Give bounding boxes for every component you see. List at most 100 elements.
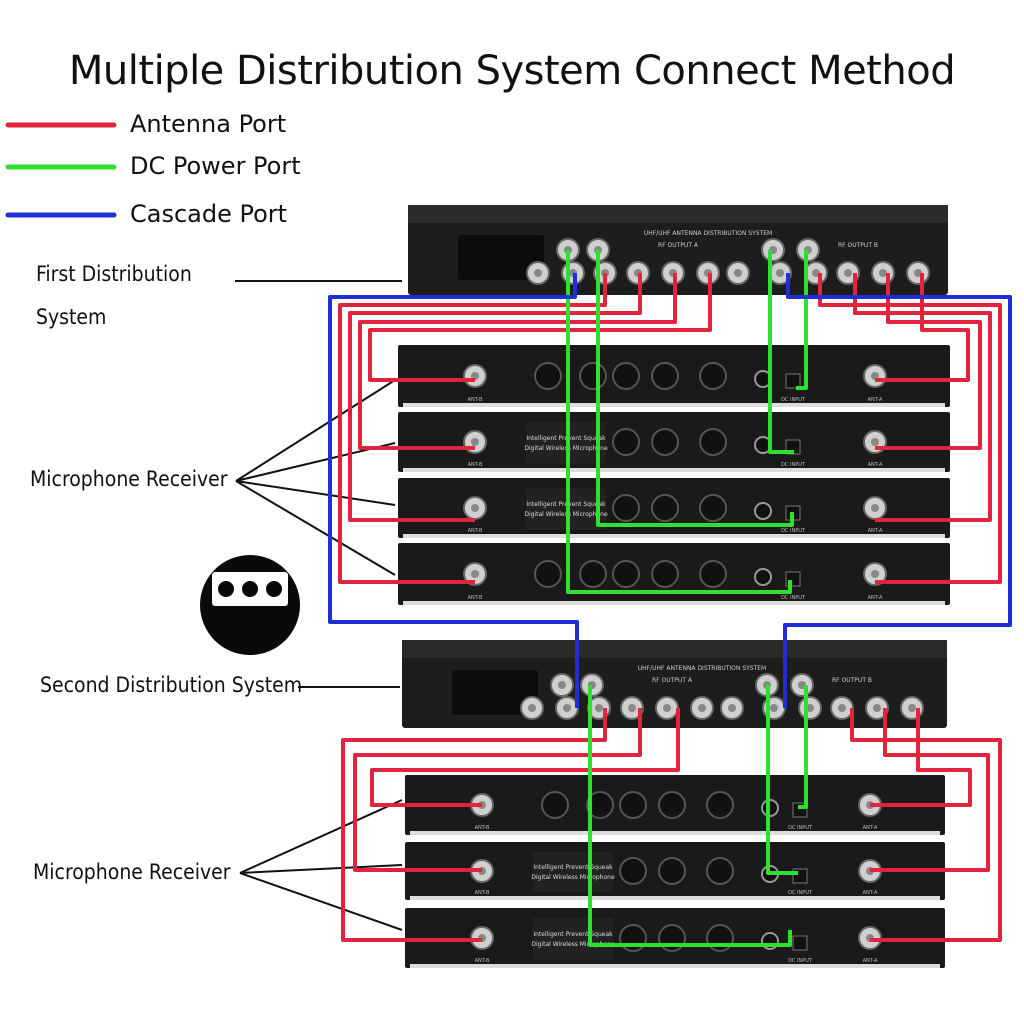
- bnc-port-pin: [734, 269, 742, 277]
- xlr-connector: [706, 857, 734, 885]
- bnc-port-pin: [879, 269, 887, 277]
- receiver-edge: [410, 831, 940, 835]
- second-distribution-system-rack-ear: [402, 640, 947, 658]
- ant-b-connector-pin: [471, 438, 479, 446]
- ant-a-label: ANT-A: [868, 595, 883, 601]
- xlr-connector: [651, 362, 679, 390]
- xlr-connector: [651, 428, 679, 456]
- ant-b-connector-pin: [471, 504, 479, 512]
- dc-input-label: DC INPUT: [788, 958, 813, 964]
- receiver-edge: [403, 403, 945, 407]
- ant-a-label: ANT-A: [868, 462, 883, 468]
- legend-cascade-label: Cascade Port: [130, 200, 288, 228]
- ant-a-label: ANT-A: [868, 528, 883, 534]
- bnc-port-pin: [838, 704, 846, 712]
- dc-input-label: DC INPUT: [781, 462, 806, 468]
- bnc-port-pin: [563, 704, 571, 712]
- bnc-port-pin: [663, 704, 671, 712]
- dc-power-cable: [798, 685, 808, 809]
- legend-dc-label: DC Power Port: [130, 152, 301, 180]
- xlr-connector: [651, 494, 679, 522]
- leader-line: [239, 872, 403, 931]
- cascade-cable: [328, 273, 579, 708]
- leader-line: [235, 480, 396, 576]
- receivers-top-label: Microphone Receiver: [30, 467, 228, 491]
- receiver-edge: [403, 468, 945, 472]
- ant-a-label: ANT-A: [863, 825, 878, 831]
- dc-port-pin: [558, 681, 566, 689]
- dc-power-cable: [596, 250, 794, 527]
- antenna-cable: [341, 708, 607, 942]
- device-label: RF OUTPUT B: [832, 677, 872, 684]
- leader-line: [239, 799, 403, 874]
- unbalanced-jack: [754, 568, 772, 586]
- xlr-connector: [658, 924, 686, 952]
- ant-b-label: ANT-B: [475, 825, 490, 831]
- bnc-port-pin: [528, 704, 536, 712]
- xlr-connector: [619, 924, 647, 952]
- ant-a-connector-pin: [871, 438, 879, 446]
- antenna-cable: [338, 273, 607, 584]
- dc-input-label: DC INPUT: [781, 595, 806, 601]
- xlr-connector: [586, 791, 614, 819]
- receiver-edge: [410, 896, 940, 900]
- device-label: UHF/UHF ANTENNA DISTRIBUTION SYSTEM: [638, 665, 766, 672]
- device-label: RF OUTPUT B: [838, 242, 878, 249]
- antenna-cable: [870, 708, 990, 872]
- dc-power-cable: [566, 250, 792, 594]
- leader-line: [235, 480, 396, 506]
- ant-b-label: ANT-B: [468, 528, 483, 534]
- dc-power-cable: [766, 685, 798, 875]
- ant-b-connector-pin: [471, 570, 479, 578]
- ant-b-label: ANT-B: [475, 890, 490, 896]
- bnc-port-pin: [698, 704, 706, 712]
- bnc-port-pin: [628, 704, 636, 712]
- bnc-port-pin: [844, 269, 852, 277]
- bnc-port-pin: [728, 704, 736, 712]
- antenna-cable: [370, 708, 680, 807]
- receiver-edge: [410, 964, 940, 968]
- antenna-cable: [875, 273, 982, 450]
- xlr-connector: [706, 791, 734, 819]
- antenna-cable: [875, 273, 970, 382]
- antenna-cable: [368, 273, 712, 382]
- cascade-cable: [783, 273, 1012, 708]
- receiver-panel-text: Digital Wireless Microphone: [531, 874, 615, 881]
- dc-power-cable: [768, 250, 794, 454]
- receiver-edge: [403, 534, 945, 538]
- bnc-port-pin: [776, 269, 784, 277]
- ant-a-label: ANT-A: [868, 397, 883, 403]
- device-label: RF OUTPUT A: [652, 677, 693, 684]
- xlr-connector: [658, 857, 686, 885]
- first-distribution-label-2: System: [36, 305, 107, 329]
- xlr-connector: [651, 560, 679, 588]
- receiver-panel: [533, 852, 613, 892]
- xlr-connector: [699, 494, 727, 522]
- ant-b-label: ANT-B: [468, 462, 483, 468]
- antenna-cable: [358, 273, 677, 450]
- xlr-connector: [699, 560, 727, 588]
- receiver-panel-text: Digital Wireless Microphone: [531, 941, 615, 948]
- first-distribution-system-rack-ear: [408, 205, 948, 223]
- device-label: RF OUTPUT A: [658, 242, 699, 249]
- speaker-cone-icon: [242, 581, 258, 597]
- antenna-cable: [850, 708, 1002, 942]
- dc-power-cable: [588, 685, 792, 947]
- receiver-panel-text: Intelligent Prevent Squeak: [533, 931, 613, 938]
- xlr-connector: [541, 791, 569, 819]
- antenna-cable: [870, 708, 972, 807]
- receiver-panel: [533, 918, 613, 960]
- legend-antenna-label: Antenna Port: [130, 110, 287, 138]
- ant-a-connector-pin: [871, 504, 879, 512]
- dc-input-label: DC INPUT: [781, 528, 806, 534]
- antenna-cable: [353, 708, 642, 872]
- ant-b-label: ANT-B: [468, 397, 483, 403]
- xlr-connector: [619, 791, 647, 819]
- page-title: Multiple Distribution System Connect Met…: [68, 48, 956, 94]
- xlr-connector: [534, 362, 562, 390]
- dc-input-jack: [785, 373, 801, 389]
- xlr-connector: [579, 362, 607, 390]
- receiver-edge: [403, 601, 945, 605]
- antenna-cable: [348, 273, 642, 522]
